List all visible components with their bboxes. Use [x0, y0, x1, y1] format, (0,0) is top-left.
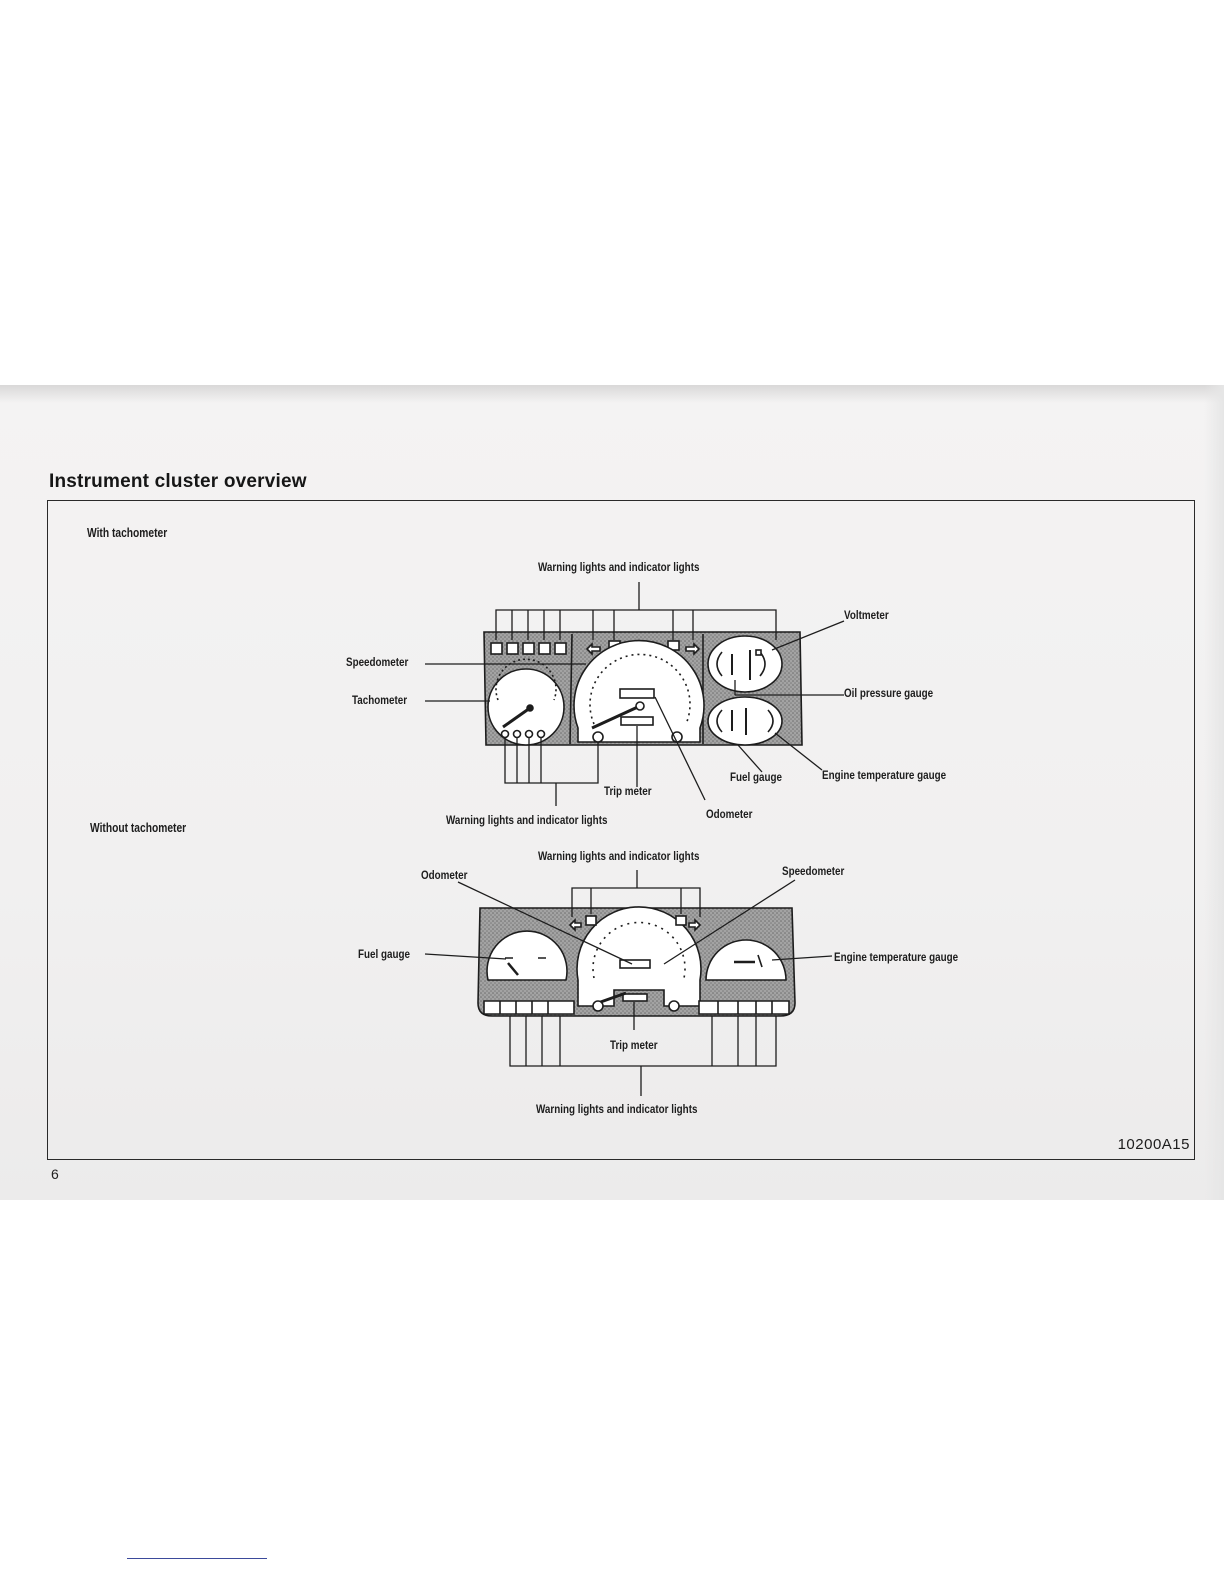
bottom-cluster	[477, 906, 796, 1017]
bottom-leader-lines	[424, 870, 833, 1096]
footer-rule	[127, 1558, 267, 1559]
section-label-without-tachometer: Without tachometer	[90, 821, 187, 835]
page-background	[0, 385, 1224, 1200]
bottom-speedometer-dial	[576, 906, 702, 1007]
top-odometer-window	[619, 688, 655, 699]
bottom-temp-dial	[705, 939, 787, 981]
page-title: Instrument cluster overview	[49, 471, 307, 492]
top-leader-lines	[425, 582, 845, 806]
top-cluster	[483, 631, 803, 746]
bottom-warning-light-row	[483, 915, 790, 1015]
label-top-warning-lights-lower: Warning lights and indicator lights	[446, 813, 608, 827]
page-number: 6	[51, 1166, 59, 1182]
label-bottom-warning-lights-upper: Warning lights and indicator lights	[538, 849, 700, 863]
bottom-trip-window	[622, 993, 648, 1002]
figure-frame	[47, 500, 1195, 1160]
label-bottom-trip-meter: Trip meter	[610, 1038, 658, 1052]
voltmeter-dial	[707, 635, 783, 693]
page-edge	[1204, 385, 1224, 1200]
figure-code: 10200A15	[1117, 1136, 1190, 1153]
label-top-engine-temp: Engine temperature gauge	[822, 768, 947, 782]
bottom-odometer-window	[619, 959, 651, 969]
label-top-odometer: Odometer	[706, 807, 753, 821]
bottom-fuel-dial	[486, 930, 568, 981]
label-bottom-speedometer: Speedometer	[782, 864, 845, 878]
page-top-shadow	[0, 385, 1224, 403]
label-top-tachometer: Tachometer	[352, 693, 408, 707]
label-top-trip-meter: Trip meter	[604, 784, 652, 798]
top-trip-window	[620, 716, 654, 726]
section-label-with-tachometer: With tachometer	[87, 526, 168, 540]
label-top-oil-pressure: Oil pressure gauge	[844, 686, 934, 700]
label-top-voltmeter: Voltmeter	[844, 608, 889, 622]
label-top-warning-lights-upper: Warning lights and indicator lights	[538, 560, 700, 574]
label-bottom-engine-temp: Engine temperature gauge	[834, 950, 959, 964]
label-top-speedometer: Speedometer	[346, 655, 409, 669]
label-top-fuel-gauge: Fuel gauge	[730, 770, 782, 784]
label-bottom-odometer: Odometer	[421, 868, 468, 882]
label-bottom-warning-lights-lower: Warning lights and indicator lights	[536, 1102, 698, 1116]
label-bottom-fuel-gauge: Fuel gauge	[358, 947, 410, 961]
